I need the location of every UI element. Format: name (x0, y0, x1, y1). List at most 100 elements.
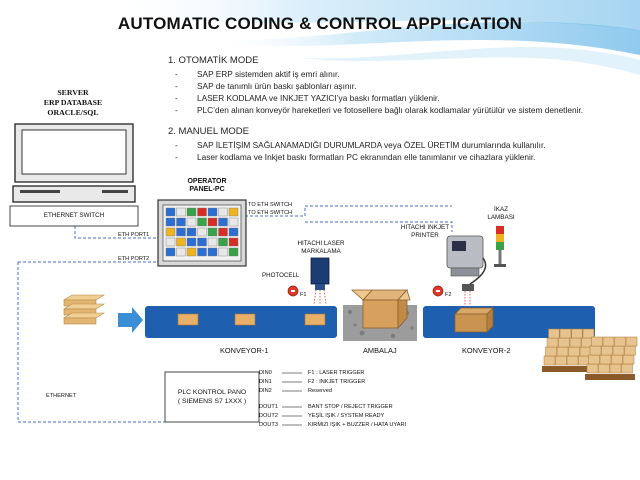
mode-1-item: -LASER KODLAMA ve INKJET YAZICI’ya baskı… (175, 93, 440, 103)
hitachi-laser-label: HITACHI LASER MARKALAMA (297, 240, 345, 255)
pallet-carton (566, 355, 579, 366)
f2-label: F2 (445, 292, 452, 298)
io-pin-dout2: DOUT2 (259, 413, 278, 419)
panel-screen-cell (165, 217, 176, 227)
panel-screen-cell (197, 237, 207, 247)
panel-screen-cell (207, 227, 218, 237)
pallet-carton (589, 345, 602, 356)
panel-screen-cell (197, 207, 207, 217)
pallet-icon (542, 328, 638, 380)
pallet-carton (543, 355, 556, 366)
eth-port1-label: ETH PORT1 (118, 232, 150, 238)
pallet-base (585, 374, 635, 380)
io-desc-din0: F1 : LASER TRIGGER (308, 370, 365, 376)
ambalaj-label: AMBALAJ (363, 346, 397, 355)
pallet-carton (591, 336, 603, 347)
panel-screen-cell (228, 237, 239, 247)
pallet-carton (548, 328, 560, 339)
computer-icon (12, 123, 136, 203)
pallet-carton (559, 328, 572, 339)
laser-head-icon (310, 257, 330, 305)
ethernet-label: ETHERNET (46, 393, 77, 399)
pallet-carton (586, 363, 599, 374)
panel-screen-cell (218, 247, 228, 257)
page-title: AUTOMATIC CODING & CONTROL APPLICATION (117, 14, 523, 33)
panel-screen-cell (165, 207, 176, 217)
io-desc-din2: Reserved (308, 388, 332, 394)
mode-2-item: -SAP İLETİŞİM SAĞLANAMADIĞI DURUMLARDA v… (175, 140, 546, 150)
pallet-carton (601, 345, 613, 356)
panel-screen-cell (218, 237, 228, 247)
panel-screen-cell (218, 227, 228, 237)
io-pin-dout3: DOUT3 (259, 422, 278, 428)
panel-screen-cell (197, 247, 207, 257)
photocell-label: PHOTOCELL (262, 272, 300, 279)
ethernet-switch-label: ETHERNET SWITCH (43, 212, 105, 219)
panel-screen-cell (207, 207, 218, 217)
eth-port2-label: ETH PORT2 (118, 256, 150, 262)
pallet-carton (556, 346, 569, 357)
to-eth-switch-label-1: TO ETH SWITCH (248, 202, 293, 208)
pallet-carton (578, 355, 590, 366)
pallet-carton (611, 354, 623, 365)
server-label: SERVER ERP DATABASE ORACLE/SQL (43, 88, 103, 117)
pallet-base (542, 366, 592, 372)
panel-screen-cell (218, 217, 228, 227)
ikaz-lamp-label: İKAZ LAMBASI (487, 206, 515, 221)
panel-screen-cell (186, 207, 197, 217)
panel-screen-cell (207, 217, 218, 227)
panel-screen-cell (186, 227, 197, 237)
hitachi-inkjet-label: HITACHI INKJET PRINTER (400, 224, 450, 239)
pallet-carton (598, 363, 610, 374)
pallet-carton (612, 345, 625, 356)
panel-screen-cell (228, 207, 239, 217)
panel-screen-cell (207, 247, 218, 257)
pallet-carton (599, 354, 612, 365)
mode-1-item: -PLC’den alınan konveyör hareketleri ve … (175, 105, 584, 115)
io-desc-dout2: YEŞİL IŞIK / SYSTEM READY (308, 413, 385, 419)
flow-arrow-icon (118, 307, 143, 333)
mode-1-heading: 1. OTOMATİK MODE (168, 55, 259, 66)
pallet-carton (581, 337, 593, 348)
pallet-carton (558, 337, 570, 348)
panel-screen-cell (176, 237, 186, 247)
open-box-icon (350, 288, 411, 330)
panel-screen-cell (176, 227, 186, 237)
pallet-carton (614, 336, 626, 347)
mode-2-item: -Laser kodlama ve Inkjet baskı formatlar… (175, 152, 536, 162)
panel-screen-cell (165, 227, 176, 237)
io-desc-din1: F2 : INKJET TRIGGER (308, 379, 366, 385)
ethernet-switch-box (9, 205, 139, 227)
panel-screen-cell (165, 247, 176, 257)
pallet-carton (571, 328, 583, 339)
mode-2-heading: 2. MANUEL MODE (168, 126, 249, 137)
panel-screen-cell (186, 247, 197, 257)
pallet-carton (602, 336, 615, 347)
conveyor-2-label: KONVEYOR-2 (462, 346, 511, 355)
pallet-carton (579, 346, 592, 357)
pallet-carton (545, 346, 557, 357)
conveyor-1-label: KONVEYOR-1 (220, 346, 269, 355)
panel-screen-cell (218, 207, 228, 217)
pallet-carton (555, 355, 567, 366)
panel-screen-cell (197, 217, 207, 227)
pallet-carton (546, 337, 559, 348)
plc-box (164, 371, 260, 423)
pallet-carton (625, 336, 638, 347)
plc-label: PLC KONTROL PANO ( SIEMENS S7 1XXX ) (177, 389, 247, 405)
io-pin-dout1: DOUT1 (259, 404, 278, 410)
inkjet-printer-icon (446, 235, 487, 306)
panel-screen-cell (176, 247, 186, 257)
warning-lamp-icon (494, 226, 506, 267)
io-desc-dout1: BANT STOP / REJECT TRIGGER (308, 404, 393, 410)
panel-pc-icon (157, 199, 247, 267)
panel-screen-cell (186, 217, 197, 227)
panel-screen-cell (165, 237, 176, 247)
mode-1-item: -SAP ERP sistemden aktif iş emri alınır. (175, 69, 340, 79)
f1-label: F1 (300, 292, 307, 298)
pallet-carton (588, 354, 600, 365)
pallet-carton (622, 354, 635, 365)
panel-screen-cell (197, 227, 207, 237)
